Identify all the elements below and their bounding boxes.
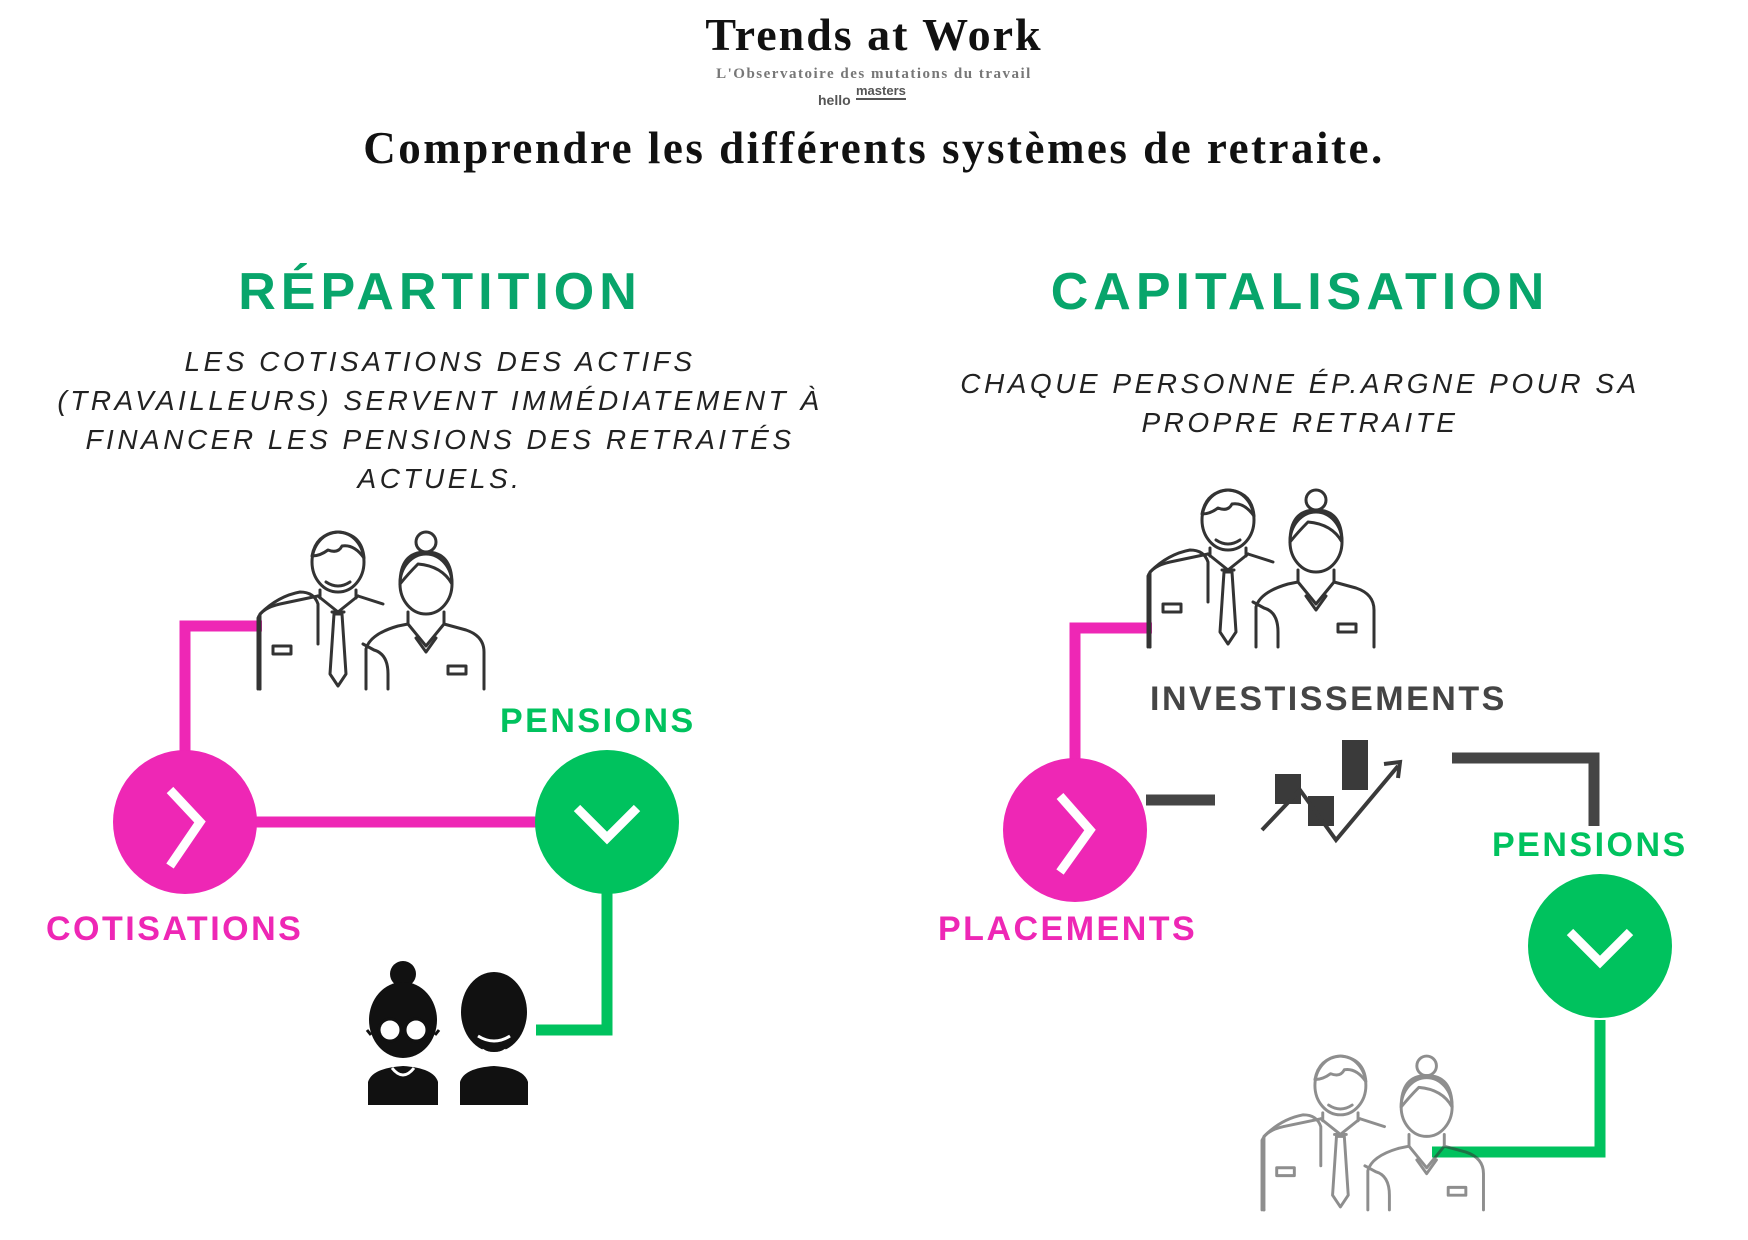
- brand-tagline: L'Observatoire des mutations du travail: [716, 66, 1032, 82]
- label-cotisations: COTISATIONS: [46, 910, 304, 948]
- label-investissements: INVESTISSEMENTS: [1150, 680, 1507, 718]
- retired-couple-icon: [365, 961, 528, 1105]
- worker-couple-icon-capitalisation: [1146, 488, 1376, 649]
- logo-text-left: hello: [818, 92, 851, 108]
- capitalisation-flow: [1069, 622, 1606, 1158]
- worker-couple-icon: [256, 530, 486, 691]
- label-placements: PLACEMENTS: [938, 910, 1198, 948]
- logo-text-right: masters: [856, 83, 906, 100]
- capitalisation-title: CAPITALISATION: [1050, 263, 1550, 321]
- pensions-chevron-down-icon: [535, 750, 679, 894]
- future-retiree-couple-icon: [1260, 1054, 1485, 1212]
- page-title: Comprendre les différents systèmes de re…: [363, 123, 1385, 173]
- label-pensions-repartition: PENSIONS: [500, 702, 696, 740]
- capitalisation-description: Chaque personne ép.argne pour sa propre …: [960, 368, 1640, 438]
- repartition-flow: [179, 620, 613, 1036]
- label-pensions-capitalisation: PENSIONS: [1492, 826, 1688, 864]
- brand-title: Trends at Work: [705, 9, 1043, 60]
- hellomasters-logo: hello masters: [818, 84, 918, 110]
- placements-chevron-right-icon: [1003, 758, 1147, 902]
- repartition-description: Les cotisations des actifs (travailleurs…: [57, 346, 823, 494]
- repartition-title: RÉPARTITION: [238, 263, 642, 321]
- cotisations-chevron-right-icon: [113, 750, 257, 894]
- pensions-chevron-down-icon-capitalisation: [1528, 874, 1672, 1018]
- growth-chart-icon: [1260, 740, 1403, 844]
